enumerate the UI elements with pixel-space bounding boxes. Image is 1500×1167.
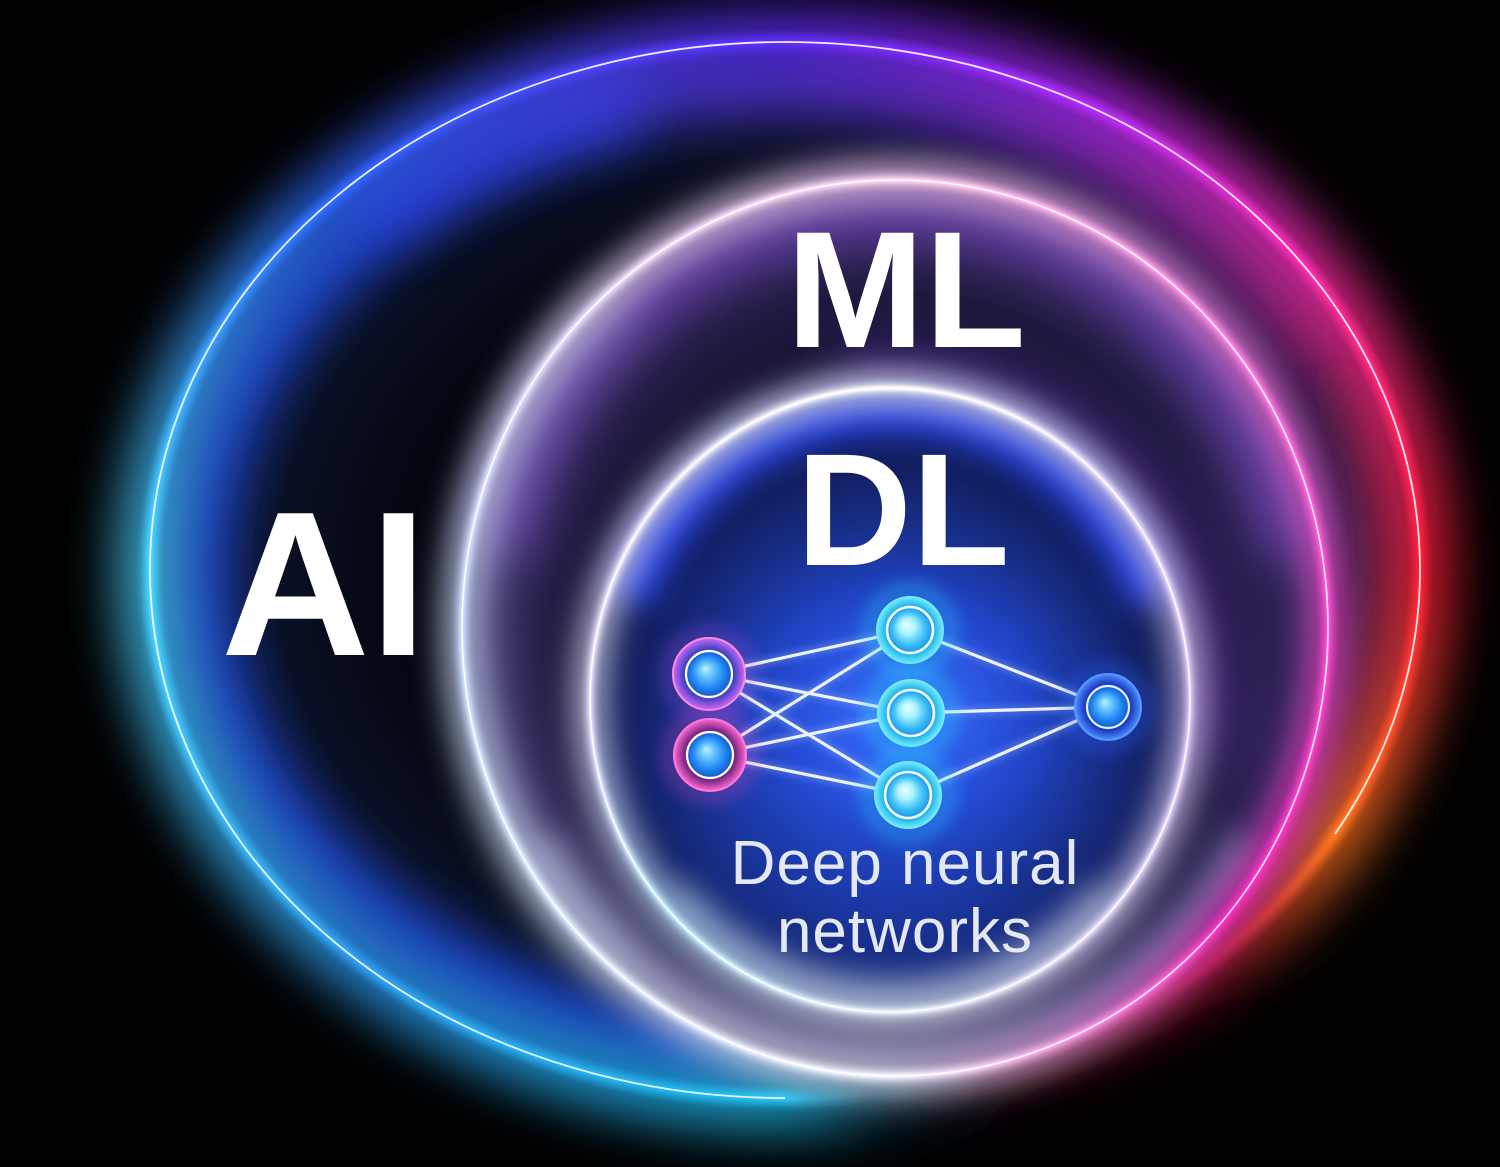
dl-inner-silver-band xyxy=(666,880,1114,1005)
caption-deep-neural-networks: Deep neural networks xyxy=(730,828,1080,966)
ai-inner-purple-band xyxy=(348,54,1347,380)
label-dl: DL xyxy=(796,420,1010,599)
dl-outer-purple-band xyxy=(830,347,1230,762)
input-node-2 xyxy=(665,710,755,800)
hidden-node-2 xyxy=(867,669,955,757)
ml-inner-silver-band xyxy=(528,829,1262,1066)
dl-inner-blue-band xyxy=(607,388,1173,609)
label-ml: ML xyxy=(786,198,1026,383)
neural-network xyxy=(664,586,1150,839)
hidden-node-1 xyxy=(866,586,954,674)
caption-line-2: networks xyxy=(776,897,1034,966)
label-ai: AI xyxy=(221,469,427,699)
output-node xyxy=(1066,665,1150,749)
input-node-1 xyxy=(664,629,754,719)
caption-line-1: Deep neural xyxy=(730,828,1080,898)
hidden-node-3 xyxy=(864,751,952,839)
